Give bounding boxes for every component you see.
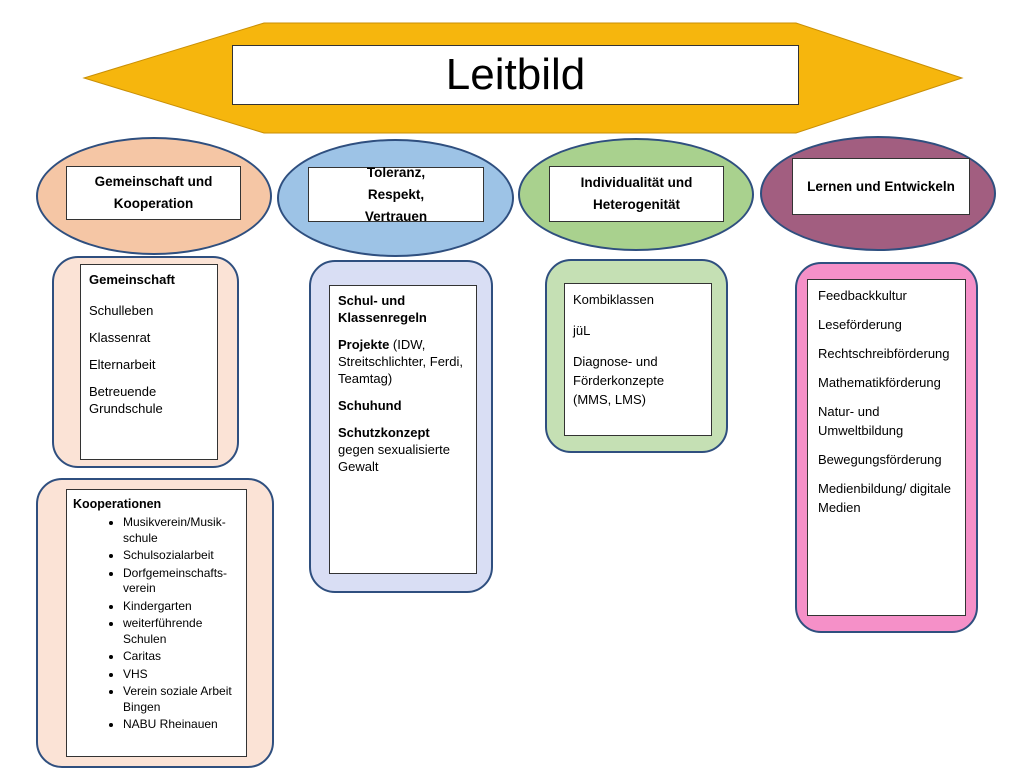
list-item: Rechtschreibförderung	[818, 346, 950, 361]
pillar-label-toleranz: Toleranz, Respekt, Vertrauen	[308, 165, 484, 224]
kooperationen-heading: Kooperationen	[73, 497, 162, 511]
list-item: Leseförderung	[818, 317, 902, 332]
toleranz-schutz: Schutzkonzept gegen sexualisierte Gewalt	[338, 424, 468, 475]
projekte-heading: Projekte	[338, 337, 390, 352]
list-item: jüL	[573, 323, 591, 338]
gemeinschaft-list: Gemeinschaft Schulleben Klassenrat Elter…	[80, 264, 218, 460]
lernen-list: Feedbackkultur Leseförderung Rechtschrei…	[807, 279, 966, 616]
list-item: Feedbackkultur	[818, 288, 907, 303]
list-item: Mathematikförderung	[818, 375, 941, 390]
list-item: VHS	[123, 667, 240, 683]
list-item: Klassenrat	[89, 330, 151, 345]
list-item: Diagnose- und Förderkonzepte (MMS, LMS)	[573, 354, 665, 407]
toleranz-projekte: Projekte (IDW, Streitschlichter, Ferdi, …	[338, 336, 468, 387]
list-item: Schulsozialarbeit	[123, 548, 240, 564]
list-item: Kindergarten	[123, 599, 240, 615]
pillar-label-lernen: Lernen und Entwickeln	[792, 158, 970, 215]
list-item: Kombiklassen	[573, 292, 654, 307]
list-item: Medienbildung/ digitale Medien	[818, 481, 951, 515]
list-item: NABU Rheinauen	[123, 717, 240, 733]
schutz-heading: Schutzkonzept	[338, 425, 430, 440]
list-item: Caritas	[123, 649, 240, 665]
pillar-label-individualitaet: Individualität und Heterogenität	[549, 166, 724, 222]
toleranz-schuhund: Schuhund	[338, 398, 402, 413]
list-item: Natur- und Umweltbildung	[818, 404, 904, 438]
list-item: Schulleben	[89, 303, 154, 318]
list-item: Betreuende Grundschule	[89, 384, 163, 416]
toleranz-list: Schul- und Klassenregeln Projekte (IDW, …	[329, 285, 477, 574]
toleranz-regeln: Schul- und Klassenregeln	[338, 293, 427, 325]
list-item: Musikverein/Musik-schule	[123, 515, 240, 546]
pillar-label-gemeinschaft: Gemeinschaft und Kooperation	[66, 166, 241, 220]
list-item: Elternarbeit	[89, 357, 156, 372]
schutz-text: gegen sexualisierte Gewalt	[338, 442, 451, 474]
list-item: weiterführende Schulen	[123, 616, 240, 647]
page-title: Leitbild	[232, 45, 799, 105]
kooperationen-list: Kooperationen Musikverein/Musik-schule S…	[66, 489, 247, 757]
list-item: Bewegungsförderung	[818, 452, 942, 467]
list-item: Dorfgemeinschafts-verein	[123, 566, 240, 597]
projekte-text: (IDW, Streitschlichter, Ferdi, Teamtag)	[338, 337, 463, 386]
list-item: Verein soziale Arbeit Bingen	[123, 684, 240, 715]
gemeinschaft-heading: Gemeinschaft	[89, 272, 175, 287]
individualitaet-list: Kombiklassen jüL Diagnose- und Förderkon…	[564, 283, 712, 436]
